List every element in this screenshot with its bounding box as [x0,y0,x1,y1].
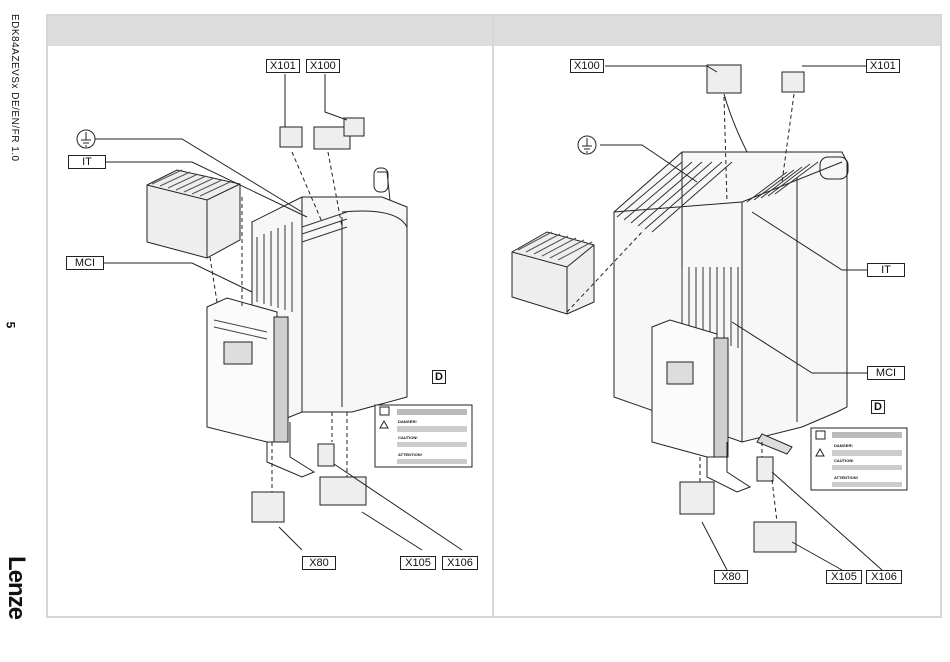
sticker-danger-left: DANGER! [398,419,417,424]
label-x100: X100 [306,59,340,73]
label-d: D [432,370,446,384]
left-figure-panel: X101 X100 IT MCI D X80 X105 X106 DANGER!… [46,14,494,618]
control-module-right [652,320,717,457]
label-x101-right: X101 [866,59,900,73]
control-module [207,298,277,442]
label-x106-right: X106 [866,570,902,584]
label-it-right: IT [867,263,905,277]
label-x101: X101 [266,59,300,73]
x101-connector-right [782,72,804,92]
slot-cover [147,170,240,258]
page-number: 5 [3,322,17,329]
label-mci-right: MCI [867,366,905,380]
x106-connector [318,444,334,466]
label-mci: MCI [66,256,104,270]
sticker-attention-right: ATTENTION! [834,475,858,480]
label-it: IT [68,155,106,169]
label-x100-right: X100 [570,59,604,73]
x105-connector-right [754,522,796,552]
sticker-danger-right: DANGER! [834,443,853,448]
right-figure-panel: X100 X101 IT MCI D X80 X105 X106 DANGER!… [492,14,942,618]
label-x80-right: X80 [714,570,748,584]
sticker-caution-right: CAUTION! [834,458,854,463]
sticker-caution-left: CAUTION! [398,435,418,440]
left-drive-illustration [48,16,492,616]
label-d-right: D [871,400,885,414]
x80-connector-right [680,482,714,514]
sticker-attention-left: ATTENTION! [398,452,422,457]
right-drive-illustration [494,16,940,616]
label-x106: X106 [442,556,478,570]
label-x105: X105 [400,556,436,570]
label-x105-right: X105 [826,570,862,584]
x106-connector-right [757,457,773,481]
document-id: EDK84AZEVSx DE/EN/FR 1.0 [6,14,20,174]
x80-connector [252,492,284,522]
lenze-logo: Lenze [0,556,34,646]
label-x80: X80 [302,556,336,570]
x101-connector [280,127,302,147]
